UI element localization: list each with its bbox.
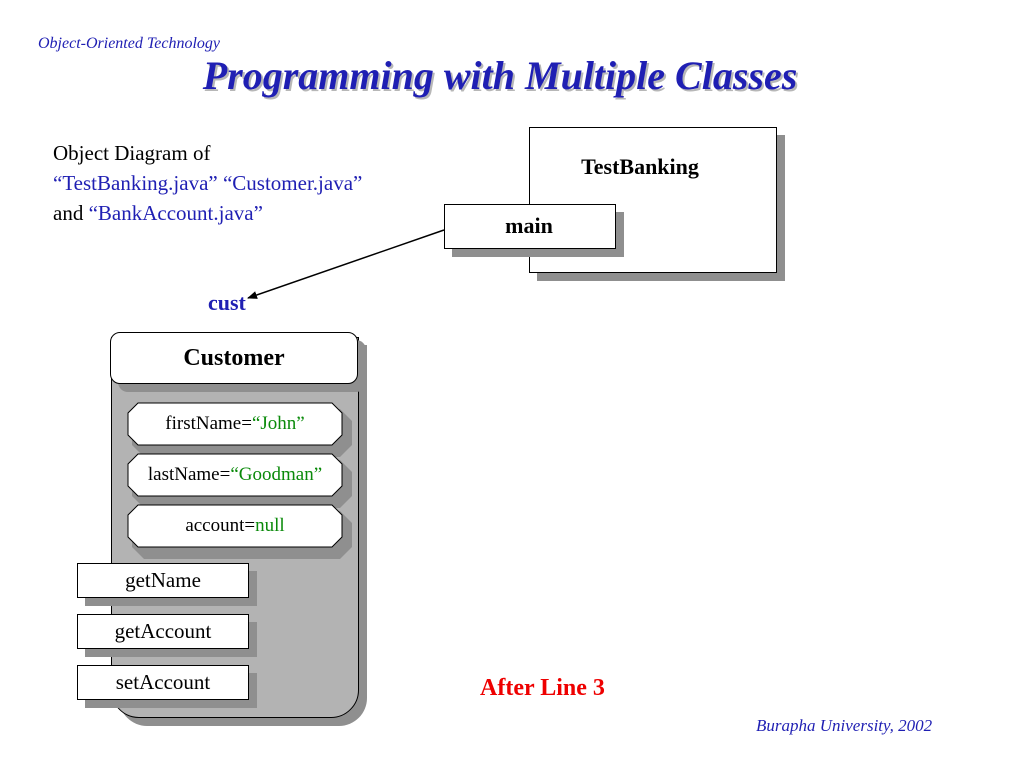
- account-attribute: account=null: [128, 505, 342, 547]
- customer-header: [110, 332, 358, 384]
- getaccount-method: getAccount: [77, 614, 249, 649]
- testbanking-class-name: TestBanking: [581, 154, 699, 179]
- footer-credit: Burapha University, 2002: [756, 716, 933, 735]
- main-method-label: main: [505, 213, 553, 238]
- getname-method: getName: [77, 563, 249, 598]
- attribute-value: “John”: [251, 413, 305, 434]
- status-label: After Line 3: [480, 675, 605, 701]
- slide-title: Programming with Multiple Classes: [202, 53, 798, 98]
- caption-line-3: and “BankAccount.java”: [53, 198, 362, 228]
- caption-line-1: Object Diagram of: [53, 141, 211, 165]
- diagram-caption: Object Diagram of “TestBanking.java” “Cu…: [53, 138, 362, 228]
- account-attribute-shape: [127, 504, 343, 548]
- attribute-name: firstName=: [165, 413, 252, 434]
- firstname-attribute: firstName=“John”: [128, 403, 342, 445]
- course-header: Object-Oriented Technology: [38, 35, 221, 52]
- attribute-name: lastName=: [147, 464, 231, 485]
- attribute-value: “Goodman”: [230, 464, 323, 485]
- customer-class-name: Customer: [183, 345, 285, 371]
- setaccount-method: setAccount: [77, 665, 249, 700]
- attribute-value: null: [255, 515, 285, 536]
- lastname-attribute-shape: [127, 453, 343, 497]
- main-method-box: [444, 204, 616, 249]
- firstname-attribute-shape: [127, 402, 343, 446]
- caption-line-2: “TestBanking.java” “Customer.java”: [53, 171, 363, 195]
- caption-bankaccount: “BankAccount.java”: [88, 201, 263, 225]
- lastname-attribute: lastName=“Goodman”: [128, 454, 342, 496]
- caption-and: and: [53, 201, 89, 225]
- cust-reference-label: cust: [208, 290, 246, 315]
- attribute-name: account=: [185, 515, 256, 536]
